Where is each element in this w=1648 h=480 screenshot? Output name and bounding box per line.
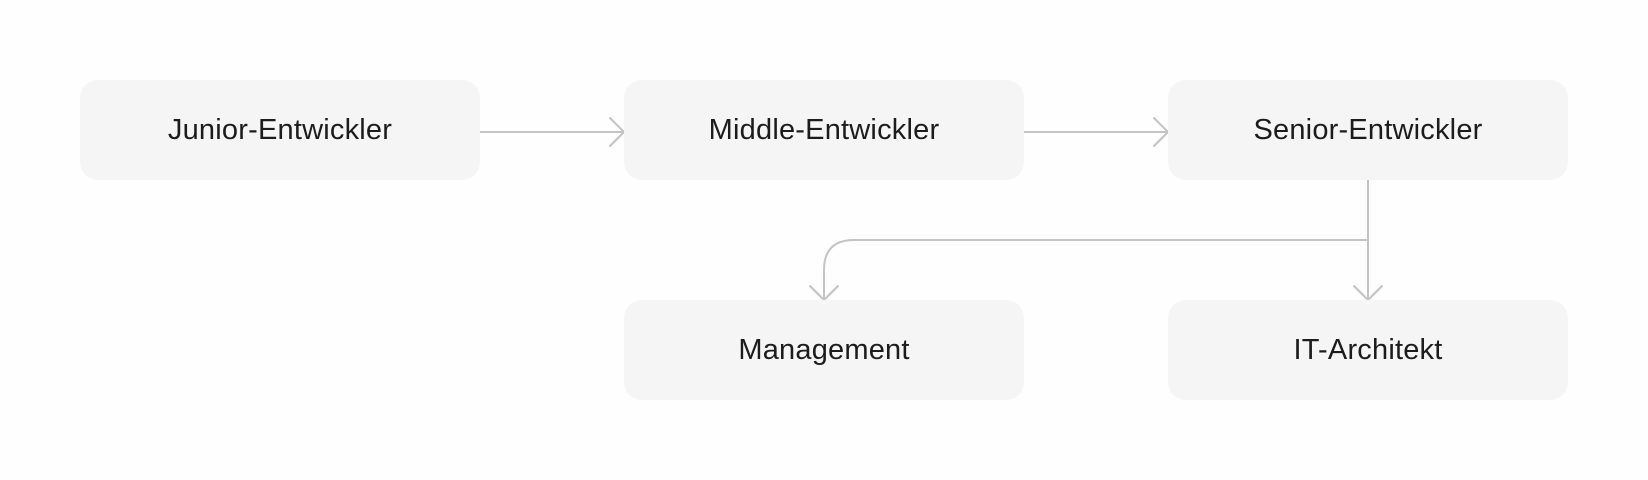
node-it-architect: IT-Architekt	[1168, 300, 1568, 400]
arrowhead-management	[809, 285, 839, 301]
node-management: Management	[624, 300, 1024, 400]
node-label: Senior-Entwickler	[1253, 113, 1483, 146]
node-label: Junior-Entwickler	[167, 113, 393, 146]
arrowhead-middle	[609, 117, 625, 147]
arrowhead-architect	[1353, 285, 1383, 301]
node-label: IT-Architekt	[1293, 333, 1443, 366]
node-label: Middle-Entwickler	[708, 113, 940, 146]
node-middle-developer: Middle-Entwickler	[624, 80, 1024, 180]
arrowhead-senior	[1153, 117, 1169, 147]
node-label: Management	[738, 333, 910, 366]
node-senior-developer: Senior-Entwickler	[1168, 80, 1568, 180]
node-junior-developer: Junior-Entwickler	[80, 80, 480, 180]
connector-senior-to-management	[823, 239, 1369, 301]
